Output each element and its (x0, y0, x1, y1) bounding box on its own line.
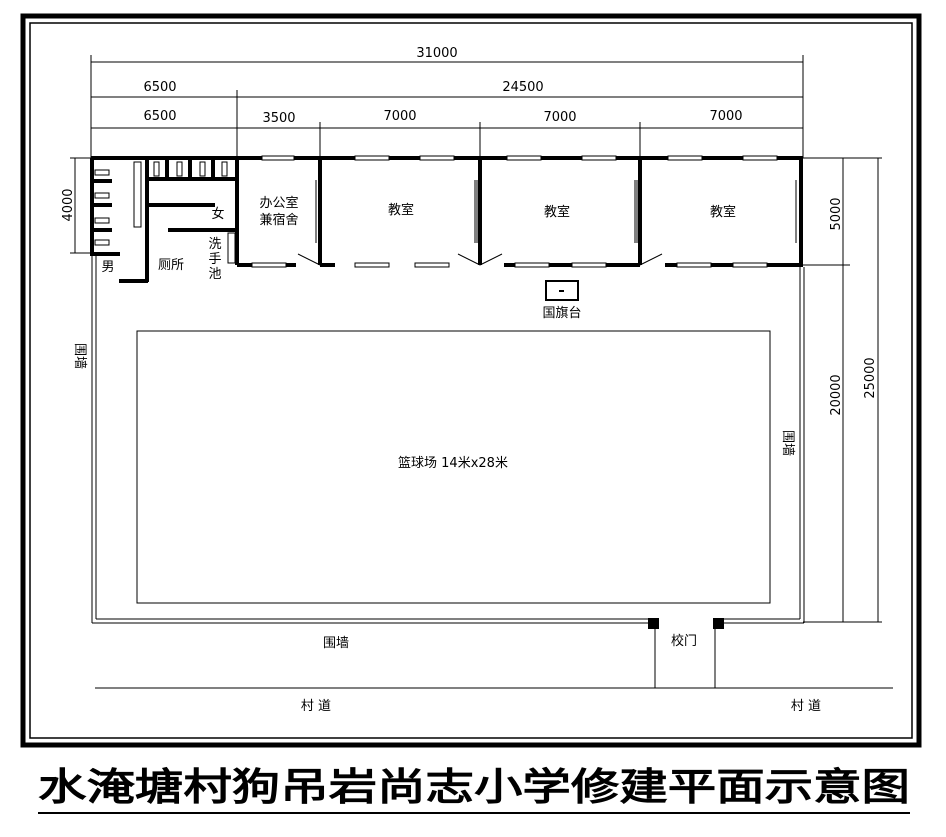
flag-platform-label: 国旗台 (542, 305, 581, 321)
outer-frame (20, 13, 922, 748)
dim-classroom3-width: 7000 (709, 109, 742, 124)
classroom2-label: 教室 (544, 204, 570, 220)
dim-yard-depth: 20000 (829, 374, 844, 415)
page-title: 水淹塘村狗吊岩尚志小学修建平面示意图 (38, 764, 910, 809)
male-label: 男 (101, 260, 114, 275)
office-label-2: 兼宿舍 (259, 212, 298, 228)
dim-office-width: 3500 (262, 111, 295, 126)
wash-basin-label: 洗手池 (208, 237, 222, 282)
female-label: 女 (211, 206, 224, 222)
toilet-label: 厕所 (158, 258, 184, 273)
building (91, 155, 803, 268)
top-dimensions (90, 55, 804, 158)
flag-pole-icon (559, 290, 564, 292)
dim-total-depth: 25000 (863, 357, 878, 398)
boundary-wall (91, 255, 805, 624)
basketball-court (136, 330, 771, 604)
dim-left-block-a: 6500 (143, 80, 176, 95)
dim-right-block: 24500 (502, 80, 543, 95)
dim-left-block-b: 6500 (143, 109, 176, 124)
dim-classroom2-width: 7000 (543, 110, 576, 125)
wall-bottom-label: 围墙 (323, 636, 349, 651)
gate-label: 校门 (671, 633, 697, 649)
classroom1-label: 教室 (388, 202, 414, 218)
dim-building-depth: 5000 (829, 197, 844, 230)
gate-post-left (648, 618, 659, 629)
road-label-right: 村 道 (791, 699, 821, 714)
dim-total-width: 31000 (416, 46, 457, 61)
inner-frame (29, 22, 913, 739)
wall-left-label: 围墙 (72, 343, 87, 369)
wall-right-label: 围墙 (780, 430, 795, 456)
gate-post-right (713, 618, 724, 629)
dim-classroom1-width: 7000 (383, 109, 416, 124)
office-label-1: 办公室 (259, 195, 298, 211)
classroom3-label: 教室 (710, 204, 736, 220)
right-dimensions (803, 157, 882, 623)
left-dimension (70, 157, 92, 254)
court-label: 篮球场 14米x28米 (398, 456, 508, 471)
road-label-left: 村 道 (301, 699, 331, 714)
dim-toilet-depth: 4000 (61, 188, 76, 221)
toilet-block (90, 158, 237, 283)
